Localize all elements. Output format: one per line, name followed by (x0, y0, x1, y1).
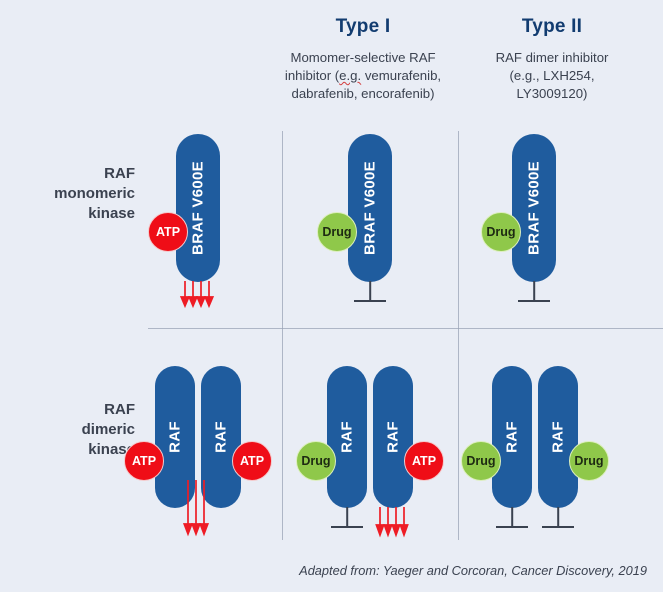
row-label-dimeric: RAF dimeric kinase (0, 400, 135, 460)
ligand-atp-monomeric-untreated: ATP (148, 212, 188, 252)
protein-capsule-raf-dimeric-type2-left: RAF (492, 366, 532, 508)
ligand-drug-monomeric-type1: Drug (317, 212, 357, 252)
row-label-line-2: monomeric (54, 184, 135, 202)
inhibition-bar (518, 300, 550, 302)
column-subtitle-type-1: Momomer-selective RAF inhibitor (e.g. ve… (268, 49, 458, 104)
row-label-monomeric: RAF monomeric kinase (0, 164, 135, 224)
protein-label: RAF (549, 421, 567, 453)
inhibition-symbol-monomeric-type1 (354, 281, 386, 302)
inhibition-bar (496, 526, 528, 528)
signalling-arrows-dimeric-type1-right (375, 507, 411, 538)
row-label-line-3: kinase (88, 204, 135, 222)
subtitle-suffix: vemurafenib, (361, 68, 442, 84)
inhibition-bar (354, 300, 386, 302)
protein-capsule-braf-monomeric-type1: BRAF V600E (348, 134, 392, 282)
subtitle-line-1: RAF dimer inhibitor (495, 50, 609, 65)
inhibition-symbol-dimeric-type1-left (331, 507, 363, 528)
inhibition-symbol-dimeric-type2-left (496, 507, 528, 528)
protein-capsule-raf-dimeric-type1-right: RAF (373, 366, 413, 508)
row-label-line-3: kinase (88, 440, 135, 458)
ligand-atp-dimeric-type1-right: ATP (404, 441, 444, 481)
protein-capsule-raf-dimeric-type1-left: RAF (327, 366, 367, 508)
subtitle-line-2: (e.g., LXH254, (509, 68, 595, 84)
ligand-drug-dimeric-type2-left: Drug (461, 441, 501, 481)
ligand-label: ATP (239, 454, 265, 468)
row-divider (148, 328, 663, 329)
inhibition-bar (331, 526, 363, 528)
row-label-line-1: RAF (104, 401, 135, 418)
inhibition-stem (369, 281, 371, 302)
column-header-type-1: Type I Momomer-selective RAF inhibitor (… (268, 16, 458, 104)
row-label-line-1: RAF (104, 165, 135, 182)
ligand-label: Drug (466, 454, 496, 468)
ligand-label: Drug (486, 225, 516, 239)
protein-label: BRAF V600E (361, 161, 379, 255)
column-divider-1 (282, 131, 283, 540)
signalling-arrows-dimeric-untreated (182, 480, 212, 537)
spellcheck-underline-text: e.g. (339, 68, 362, 84)
protein-label: BRAF V600E (525, 161, 543, 255)
protein-capsule-raf-dimeric-untreated-right: RAF (201, 366, 241, 508)
protein-capsule-braf-monomeric-untreated: BRAF V600E (176, 134, 220, 282)
ligand-label: Drug (574, 454, 604, 468)
ligand-drug-dimeric-type2-right: Drug (569, 441, 609, 481)
inhibition-stem (346, 507, 348, 528)
row-label-line-2: dimeric (81, 420, 135, 438)
column-subtitle-type-2: RAF dimer inhibitor (e.g., LXH254, LY300… (457, 49, 647, 104)
column-header-type-2: Type II RAF dimer inhibitor (e.g., LXH25… (457, 16, 647, 104)
ligand-atp-dimeric-untreated-left: ATP (124, 441, 164, 481)
ligand-label: ATP (131, 454, 157, 468)
inhibition-stem (511, 507, 513, 528)
ligand-drug-dimeric-type1-left: Drug (296, 441, 336, 481)
ligand-label: ATP (411, 454, 437, 468)
inhibition-stem (557, 507, 559, 528)
inhibition-stem (533, 281, 535, 302)
subtitle-prefix: inhibitor ( (284, 68, 340, 84)
subtitle-line-3: LY3009120) (516, 86, 588, 102)
protein-capsule-braf-monomeric-type2: BRAF V600E (512, 134, 556, 282)
ligand-label: Drug (301, 454, 331, 468)
subtitle-line-3: dabrafenib, encorafenib) (291, 86, 435, 102)
protein-label: RAF (338, 421, 356, 453)
inhibition-symbol-dimeric-type2-right (542, 507, 574, 528)
protein-label: RAF (212, 421, 230, 453)
subtitle-line-1: Momomer-selective RAF (290, 50, 436, 65)
inhibition-symbol-monomeric-type2 (518, 281, 550, 302)
protein-label: BRAF V600E (189, 161, 207, 255)
ligand-label: ATP (155, 225, 181, 239)
protein-label: RAF (166, 421, 184, 453)
ligand-label: Drug (322, 225, 352, 239)
column-divider-2 (458, 131, 459, 540)
signalling-arrows-monomeric-untreated (179, 281, 217, 309)
source-credit: Adapted from: Yaeger and Corcoran, Cance… (299, 563, 647, 578)
protein-capsule-raf-dimeric-type2-right: RAF (538, 366, 578, 508)
column-title-type-1: Type I (335, 16, 391, 37)
column-title-type-2: Type II (521, 16, 583, 37)
ligand-drug-monomeric-type2: Drug (481, 212, 521, 252)
ligand-atp-dimeric-untreated-right: ATP (232, 441, 272, 481)
inhibition-bar (542, 526, 574, 528)
protein-label: RAF (503, 421, 521, 453)
protein-label: RAF (384, 421, 402, 453)
